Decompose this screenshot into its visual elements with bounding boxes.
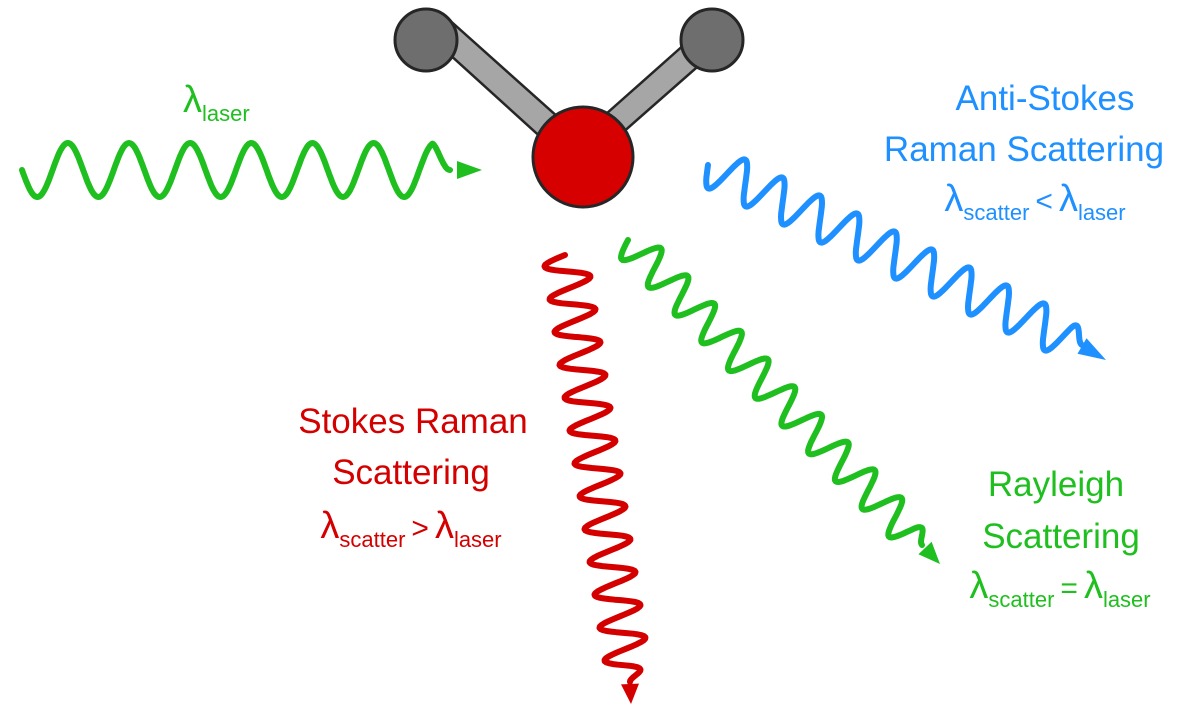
anti-stokes-relation: λscatter<λlaser <box>944 178 1125 225</box>
rayleigh-label: Rayleigh Scattering λscatter=λlaser <box>969 465 1150 612</box>
rayleigh-scattered-wave <box>618 237 926 548</box>
lambda-symbol: λ <box>435 505 454 547</box>
lambda-symbol: λ <box>944 178 963 220</box>
molecule <box>393 7 745 209</box>
incident-label: λlaser <box>183 79 250 126</box>
stokes-title-line1: Stokes Raman <box>298 402 528 441</box>
lambda-symbol: λ <box>1084 565 1103 607</box>
relation-symbol: = <box>1060 572 1078 605</box>
stokes-label: Stokes Raman Scattering λscatter>λlaser <box>298 402 528 552</box>
relation-symbol: > <box>411 512 429 545</box>
stokes-relation: λscatter>λlaser <box>320 505 501 552</box>
lambda-symbol: λ <box>1059 178 1078 220</box>
incident-arrowhead <box>457 161 482 179</box>
stokes-arrowhead <box>621 683 639 704</box>
stokes-scattered-wave <box>541 252 649 685</box>
lambda-symbol: λ <box>969 565 988 607</box>
lambda-symbol: λ <box>320 505 339 547</box>
rayleigh-title-line2: Scattering <box>982 517 1140 556</box>
relation-symbol: < <box>1035 185 1053 218</box>
rayleigh-title-line1: Rayleigh <box>988 465 1124 504</box>
incident-laser-wave <box>19 140 453 200</box>
stokes-title-line2: Scattering <box>332 453 490 492</box>
laser-subscript: laser <box>1078 200 1126 225</box>
scatter-subscript: scatter <box>988 587 1054 612</box>
laser-subscript: laser <box>202 101 250 126</box>
laser-subscript: laser <box>1103 587 1151 612</box>
anti-stokes-label: Anti-Stokes Raman Scattering λscatter<λl… <box>884 79 1164 225</box>
lambda-symbol: λ <box>183 79 202 121</box>
anti-stokes-scattered-wave <box>703 156 1085 354</box>
red-atom <box>531 105 635 209</box>
gray-atom-right <box>679 7 745 73</box>
rayleigh-relation: λscatter=λlaser <box>969 565 1150 612</box>
anti-stokes-title-line2: Raman Scattering <box>884 130 1164 169</box>
rayleigh-arrowhead <box>918 541 940 564</box>
scatter-subscript: scatter <box>339 527 405 552</box>
gray-atom-left <box>393 7 459 73</box>
anti-stokes-arrowhead <box>1077 338 1106 360</box>
anti-stokes-title-line1: Anti-Stokes <box>956 79 1135 118</box>
laser-subscript: laser <box>454 527 502 552</box>
scatter-subscript: scatter <box>963 200 1029 225</box>
